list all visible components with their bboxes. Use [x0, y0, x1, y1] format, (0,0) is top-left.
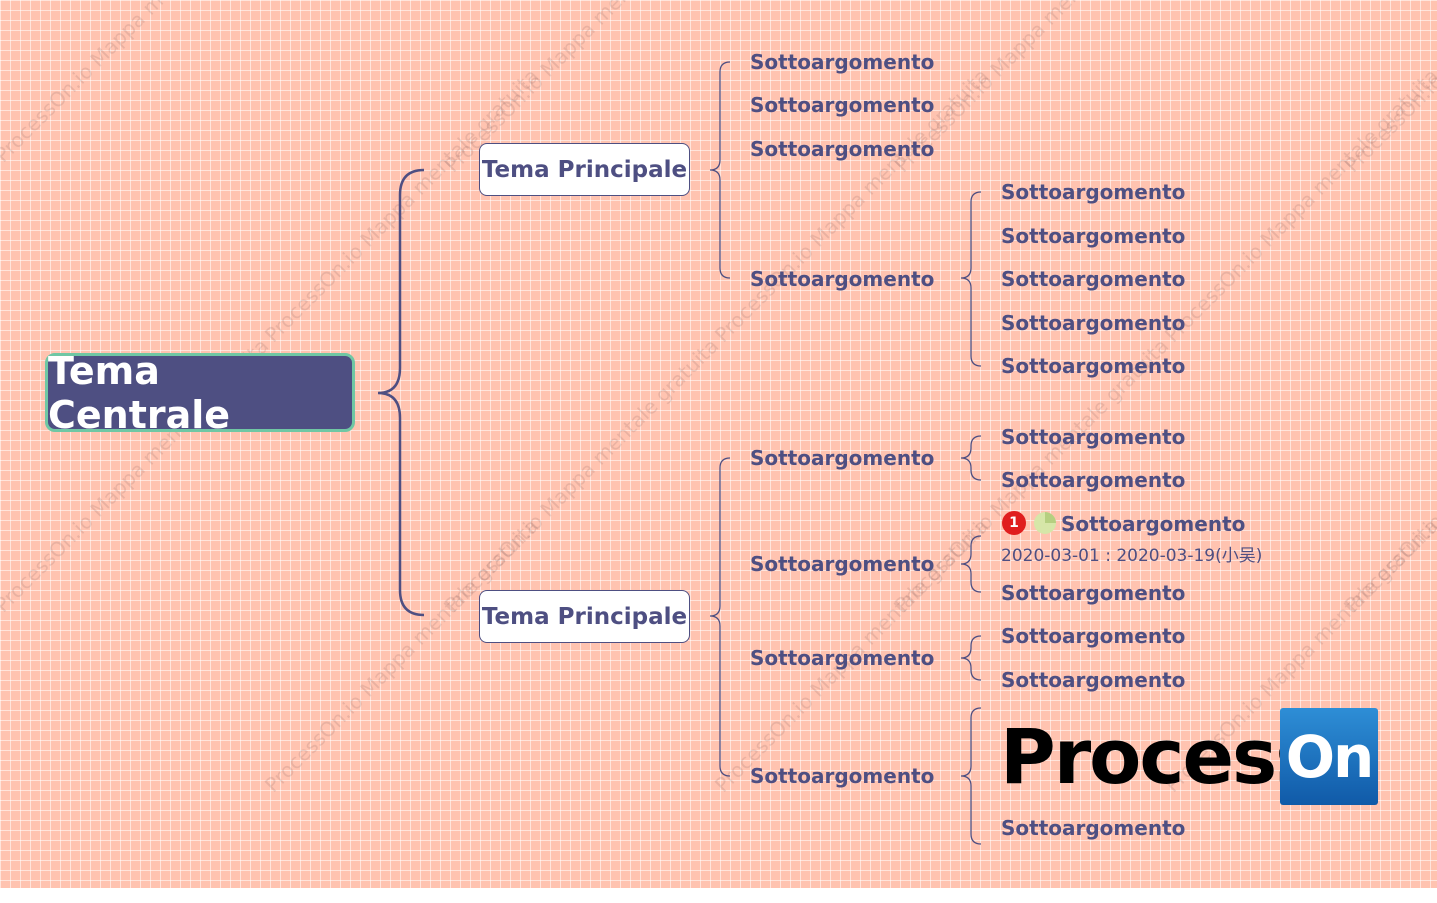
progress-pie-icon — [1034, 512, 1056, 534]
subtopic-2-4-2[interactable]: Sottoargomento — [1001, 816, 1186, 840]
subtopic-2-3-1[interactable]: Sottoargomento — [1001, 624, 1186, 648]
subtopic-2-2-1[interactable]: Sottoargomento — [1061, 512, 1246, 536]
main-topic-2[interactable]: Tema Principale — [479, 590, 690, 643]
sub-bracket-c — [960, 535, 982, 593]
subtopic-1-4-3[interactable]: Sottoargomento — [1001, 267, 1186, 291]
logo-box: On — [1280, 708, 1378, 805]
main-topic-1[interactable]: Tema Principale — [479, 143, 690, 196]
subtopic-2-3-2[interactable]: Sottoargomento — [1001, 668, 1186, 692]
subtopic-1-4-2[interactable]: Sottoargomento — [1001, 224, 1186, 248]
subtopic-2-1[interactable]: Sottoargomento — [750, 446, 935, 470]
subtopic-1-2[interactable]: Sottoargomento — [750, 93, 935, 117]
sub-bracket-e — [960, 707, 982, 845]
subtopic-2-2[interactable]: Sottoargomento — [750, 552, 935, 576]
sub-bracket-b — [960, 435, 982, 481]
central-bracket — [377, 168, 425, 617]
priority-badge: 1 — [1002, 511, 1026, 535]
subtopic-1-1[interactable]: Sottoargomento — [750, 50, 935, 74]
main-2-bracket — [709, 457, 731, 777]
subtopic-2-4[interactable]: Sottoargomento — [750, 764, 935, 788]
subtopic-2-2-2[interactable]: Sottoargomento — [1001, 581, 1186, 605]
subtopic-2-1-1[interactable]: Sottoargomento — [1001, 425, 1186, 449]
subtopic-1-4-5[interactable]: Sottoargomento — [1001, 354, 1186, 378]
main-1-bracket — [709, 61, 731, 279]
sub-bracket-a — [960, 191, 982, 367]
central-topic[interactable]: Tema Centrale — [45, 349, 355, 437]
subtopic-1-4-4[interactable]: Sottoargomento — [1001, 311, 1186, 335]
subtopic-2-1-2[interactable]: Sottoargomento — [1001, 468, 1186, 492]
task-dates: 2020-03-01 : 2020-03-19(小吴) — [1001, 546, 1263, 566]
subtopic-1-4[interactable]: Sottoargomento — [750, 267, 935, 291]
sub-bracket-d — [960, 635, 982, 681]
subtopic-1-3[interactable]: Sottoargomento — [750, 137, 935, 161]
logo-word: Process — [1000, 712, 1320, 801]
processon-logo-image[interactable]: Process On — [1000, 708, 1378, 805]
subtopic-2-3[interactable]: Sottoargomento — [750, 646, 935, 670]
subtopic-1-4-1[interactable]: Sottoargomento — [1001, 180, 1186, 204]
